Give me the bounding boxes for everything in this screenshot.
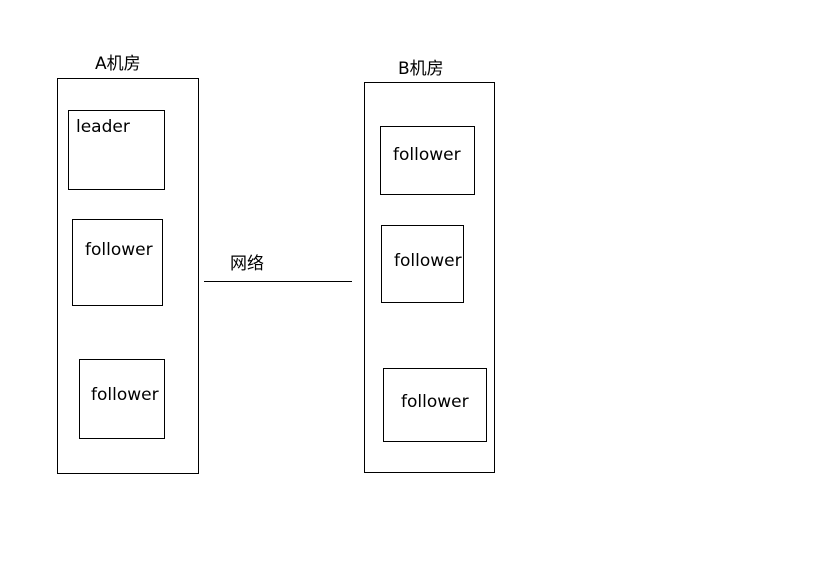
room-b-node-follower-3: follower: [383, 368, 487, 442]
room-a-title: A机房: [95, 54, 141, 74]
network-label: 网络: [230, 254, 264, 274]
room-a-node-1-label: leader: [76, 117, 130, 137]
room-b-node-2-label: follower: [394, 251, 462, 271]
room-b-node-follower-2: follower: [381, 225, 464, 303]
room-a-node-leader: leader: [68, 110, 165, 190]
room-b-title: B机房: [398, 59, 444, 79]
room-a-node-follower-1: follower: [72, 219, 163, 306]
room-b-node-follower-1: follower: [380, 126, 475, 195]
room-b-node-1-label: follower: [393, 145, 461, 165]
room-b-node-3-label: follower: [401, 392, 469, 412]
room-a-node-3-label: follower: [91, 385, 159, 405]
room-a-node-follower-2: follower: [79, 359, 165, 439]
room-a-node-2-label: follower: [85, 240, 153, 260]
network-link-line: [204, 281, 352, 282]
